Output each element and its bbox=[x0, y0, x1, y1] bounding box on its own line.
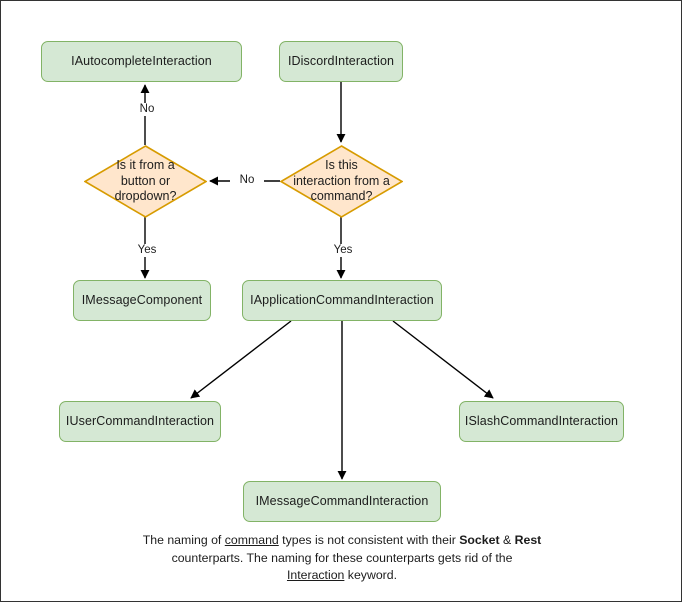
node-label: IUserCommandInteraction bbox=[65, 414, 215, 428]
node-label: IMessageCommandInteraction bbox=[255, 494, 429, 508]
node-autocomplete-interaction[interactable]: IAutocompleteInteraction bbox=[41, 41, 242, 82]
node-user-command-interaction[interactable]: IUserCommandInteraction bbox=[59, 401, 221, 442]
node-label: IMessageComponent bbox=[81, 293, 203, 307]
node-label: IApplicationCommandInteraction bbox=[250, 293, 434, 307]
diagram-caption: The naming of command types is not consi… bbox=[142, 532, 542, 585]
diamond-shape bbox=[280, 145, 403, 218]
edge-label-no-to-autocomplete: No bbox=[130, 103, 164, 116]
node-message-command-interaction[interactable]: IMessageCommandInteraction bbox=[243, 481, 441, 522]
node-is-from-command[interactable]: Is this interaction from a command? bbox=[280, 145, 403, 218]
node-is-button-or-dropdown[interactable]: Is it from a button or dropdown? bbox=[84, 145, 207, 218]
node-label: IDiscordInteraction bbox=[287, 54, 395, 68]
edge-label-no-between-diamonds: No bbox=[230, 174, 264, 187]
caption-underline-command: command bbox=[224, 533, 279, 547]
caption-text-5: keyword. bbox=[344, 568, 398, 582]
caption-text-3: counterparts. The naming for these bbox=[171, 550, 363, 565]
caption-bold-rest: Rest bbox=[514, 533, 542, 547]
edge-application-command-to-user-command bbox=[190, 320, 292, 399]
node-discord-interaction[interactable]: IDiscordInteraction bbox=[279, 41, 403, 82]
caption-underline-interaction: Interaction bbox=[286, 568, 345, 582]
node-message-component[interactable]: IMessageComponent bbox=[73, 280, 211, 321]
caption-text-4: counterparts gets rid of the bbox=[366, 550, 513, 565]
caption-bold-socket: Socket bbox=[459, 533, 500, 547]
node-slash-command-interaction[interactable]: ISlashCommandInteraction bbox=[459, 401, 624, 442]
edge-application-command-to-slash-command bbox=[392, 320, 494, 399]
caption-text-2: types is not consistent with their bbox=[278, 533, 456, 547]
edge-label-yes-to-message-component: Yes bbox=[127, 244, 167, 257]
caption-amp: & bbox=[499, 533, 515, 547]
node-label: IAutocompleteInteraction bbox=[71, 54, 212, 68]
diamond-shape bbox=[84, 145, 207, 218]
node-application-command-interaction[interactable]: IApplicationCommandInteraction bbox=[242, 280, 442, 321]
caption-text-1: The naming of bbox=[142, 533, 225, 547]
edge-label-yes-to-application-command: Yes bbox=[323, 244, 363, 257]
node-label: ISlashCommandInteraction bbox=[464, 414, 619, 428]
